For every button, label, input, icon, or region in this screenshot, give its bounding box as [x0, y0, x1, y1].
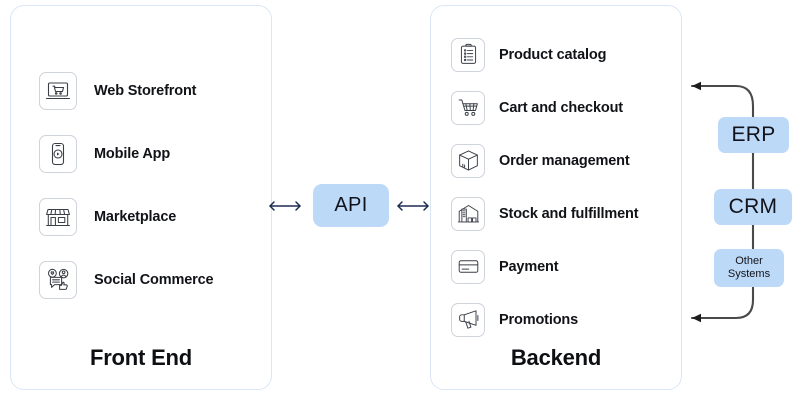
backend-item-payment[interactable]: Payment	[431, 240, 681, 293]
frontend-item-label: Marketplace	[94, 208, 177, 225]
shopping-cart-icon	[451, 90, 485, 125]
external-top-connector	[690, 84, 755, 108]
external-bottom-connector	[690, 298, 755, 320]
credit-card-icon	[451, 249, 485, 284]
storefront-awning-icon	[39, 197, 77, 236]
external-system-crm[interactable]: CRM	[714, 189, 792, 225]
api-box[interactable]: API	[313, 184, 389, 227]
other-systems-line2: Systems	[727, 268, 771, 280]
other-systems-line1: Other	[735, 255, 763, 268]
package-box-icon	[451, 143, 485, 178]
frontend-item-mobile-app[interactable]: Mobile App	[11, 122, 271, 185]
backend-panel-title: Backend	[510, 345, 602, 370]
frontend-item-list: Web Storefront Mobile App	[11, 59, 271, 311]
api-right-bidirectional-arrow	[397, 201, 429, 211]
frontend-item-label: Web Storefront	[94, 82, 197, 99]
backend-item-label: Order management	[499, 152, 630, 169]
external-bottom-arrowhead	[692, 313, 701, 323]
external-top-arrowhead	[692, 81, 701, 91]
frontend-item-marketplace[interactable]: Marketplace	[11, 185, 271, 248]
frontend-item-web-storefront[interactable]: Web Storefront	[11, 59, 271, 122]
social-chat-thumbsup-icon	[39, 260, 77, 299]
frontend-item-label: Mobile App	[94, 145, 171, 162]
megaphone-icon	[451, 302, 485, 337]
frontend-panel: Web Storefront Mobile App	[10, 5, 272, 390]
api-left-bidirectional-arrow	[269, 201, 301, 211]
backend-item-label: Product catalog	[499, 46, 607, 63]
backend-item-label: Cart and checkout	[499, 99, 623, 116]
backend-item-stock-and-fulfillment[interactable]: Stock and fulfillment	[431, 187, 681, 240]
mobile-phone-play-icon	[39, 134, 77, 173]
backend-panel: Product catalog Cart and checkout	[430, 5, 682, 390]
laptop-cart-icon	[39, 71, 77, 110]
backend-item-product-catalog[interactable]: Product catalog	[431, 28, 681, 81]
frontend-panel-title: Front End	[89, 345, 193, 370]
external-system-erp[interactable]: ERP	[718, 117, 789, 153]
backend-item-label: Payment	[499, 258, 559, 275]
warehouse-icon	[451, 196, 485, 231]
frontend-item-social-commerce[interactable]: Social Commerce	[11, 248, 271, 311]
backend-item-label: Stock and fulfillment	[499, 205, 639, 222]
external-system-other-systems[interactable]: Other Systems	[714, 249, 784, 287]
backend-item-order-management[interactable]: Order management	[431, 134, 681, 187]
frontend-item-label: Social Commerce	[94, 271, 214, 288]
backend-item-label: Promotions	[499, 311, 579, 328]
backend-item-cart-and-checkout[interactable]: Cart and checkout	[431, 81, 681, 134]
clipboard-checklist-icon	[451, 37, 485, 72]
backend-item-promotions[interactable]: Promotions	[431, 293, 681, 346]
backend-item-list: Product catalog Cart and checkout	[431, 28, 681, 346]
